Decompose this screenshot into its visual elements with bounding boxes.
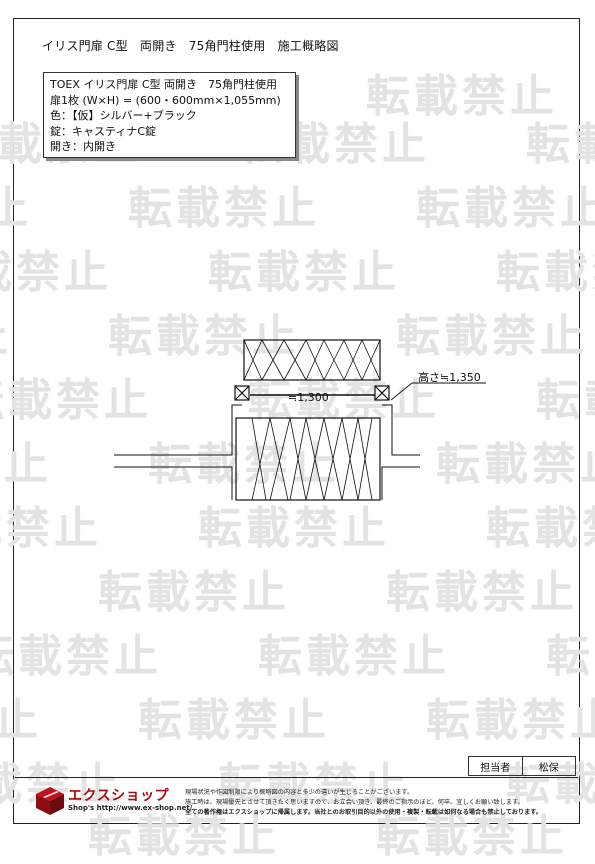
spec-line-lock: 錠：キャスティナC錠 bbox=[50, 124, 157, 138]
wall-left-lower bbox=[114, 466, 233, 500]
swing-area-inner bbox=[235, 417, 381, 501]
notice-block: 現場状況や作図制限により概略図の内容と多少の違いが生じることがございます。 施工… bbox=[185, 788, 542, 818]
box-logo-icon bbox=[36, 787, 64, 815]
company-url: Shop's http://www.ex-shop.net/ bbox=[68, 804, 193, 812]
gate-post-left bbox=[234, 385, 250, 401]
wall-right-upper bbox=[382, 404, 420, 456]
spec-line-opening: 開き：内開き bbox=[50, 140, 116, 153]
spec-line-product: TOEX イリス門扉 C型 両開き 75角門柱使用 bbox=[50, 78, 278, 91]
spec-line-color: 色：【仮】シルバー+ブラック bbox=[50, 109, 197, 122]
width-dimension-label: ≒1,300 bbox=[288, 391, 329, 404]
wall-left-upper bbox=[114, 404, 242, 456]
notice-line-3: 全ての著作権はエクスショップに帰属します。当社とのお取引目的以外の使用・複製・転… bbox=[185, 809, 543, 816]
page-frame bbox=[13, 18, 580, 824]
height-leader-line bbox=[390, 382, 413, 401]
staff-label: 担当者 bbox=[480, 762, 511, 774]
page-title: イリス門扉 C型 両開き 75角門柱使用 施工概略図 bbox=[42, 39, 339, 53]
swing-area-outer bbox=[243, 339, 381, 381]
company-logo: エクスショップ Shop's http://www.ex-shop.net/ bbox=[34, 783, 192, 819]
notice-line-1: 現場状況や作図制限により概略図の内容と多少の違いが生じることがございます。 bbox=[185, 789, 414, 796]
height-dimension-label: 高さ≒1,350 bbox=[418, 370, 481, 384]
staff-table: 担当者 松保 bbox=[468, 756, 576, 776]
spec-line-size: 扉1枚 (W×H) = (600・600mm×1,055mm) bbox=[50, 93, 281, 107]
staff-name: 松保 bbox=[521, 757, 576, 775]
company-name: エクスショップ bbox=[68, 788, 170, 804]
notice-line-2: 施工時は、現場優先とさせて頂きたく思いますので、お立会い頂き、最終のご指示のほど… bbox=[185, 799, 524, 806]
swing-hatch-inner bbox=[251, 417, 373, 501]
footer-divider bbox=[15, 777, 578, 778]
gate-post-right bbox=[374, 385, 390, 401]
gate-plan-drawing: ≒1,300 高さ≒1,350 bbox=[114, 339, 486, 501]
swing-hatch-outer bbox=[243, 339, 381, 381]
wall-right-lower bbox=[381, 466, 420, 500]
spec-box: TOEX イリス門扉 C型 両開き 75角門柱使用 扉1枚 (W×H) = (6… bbox=[43, 72, 296, 158]
